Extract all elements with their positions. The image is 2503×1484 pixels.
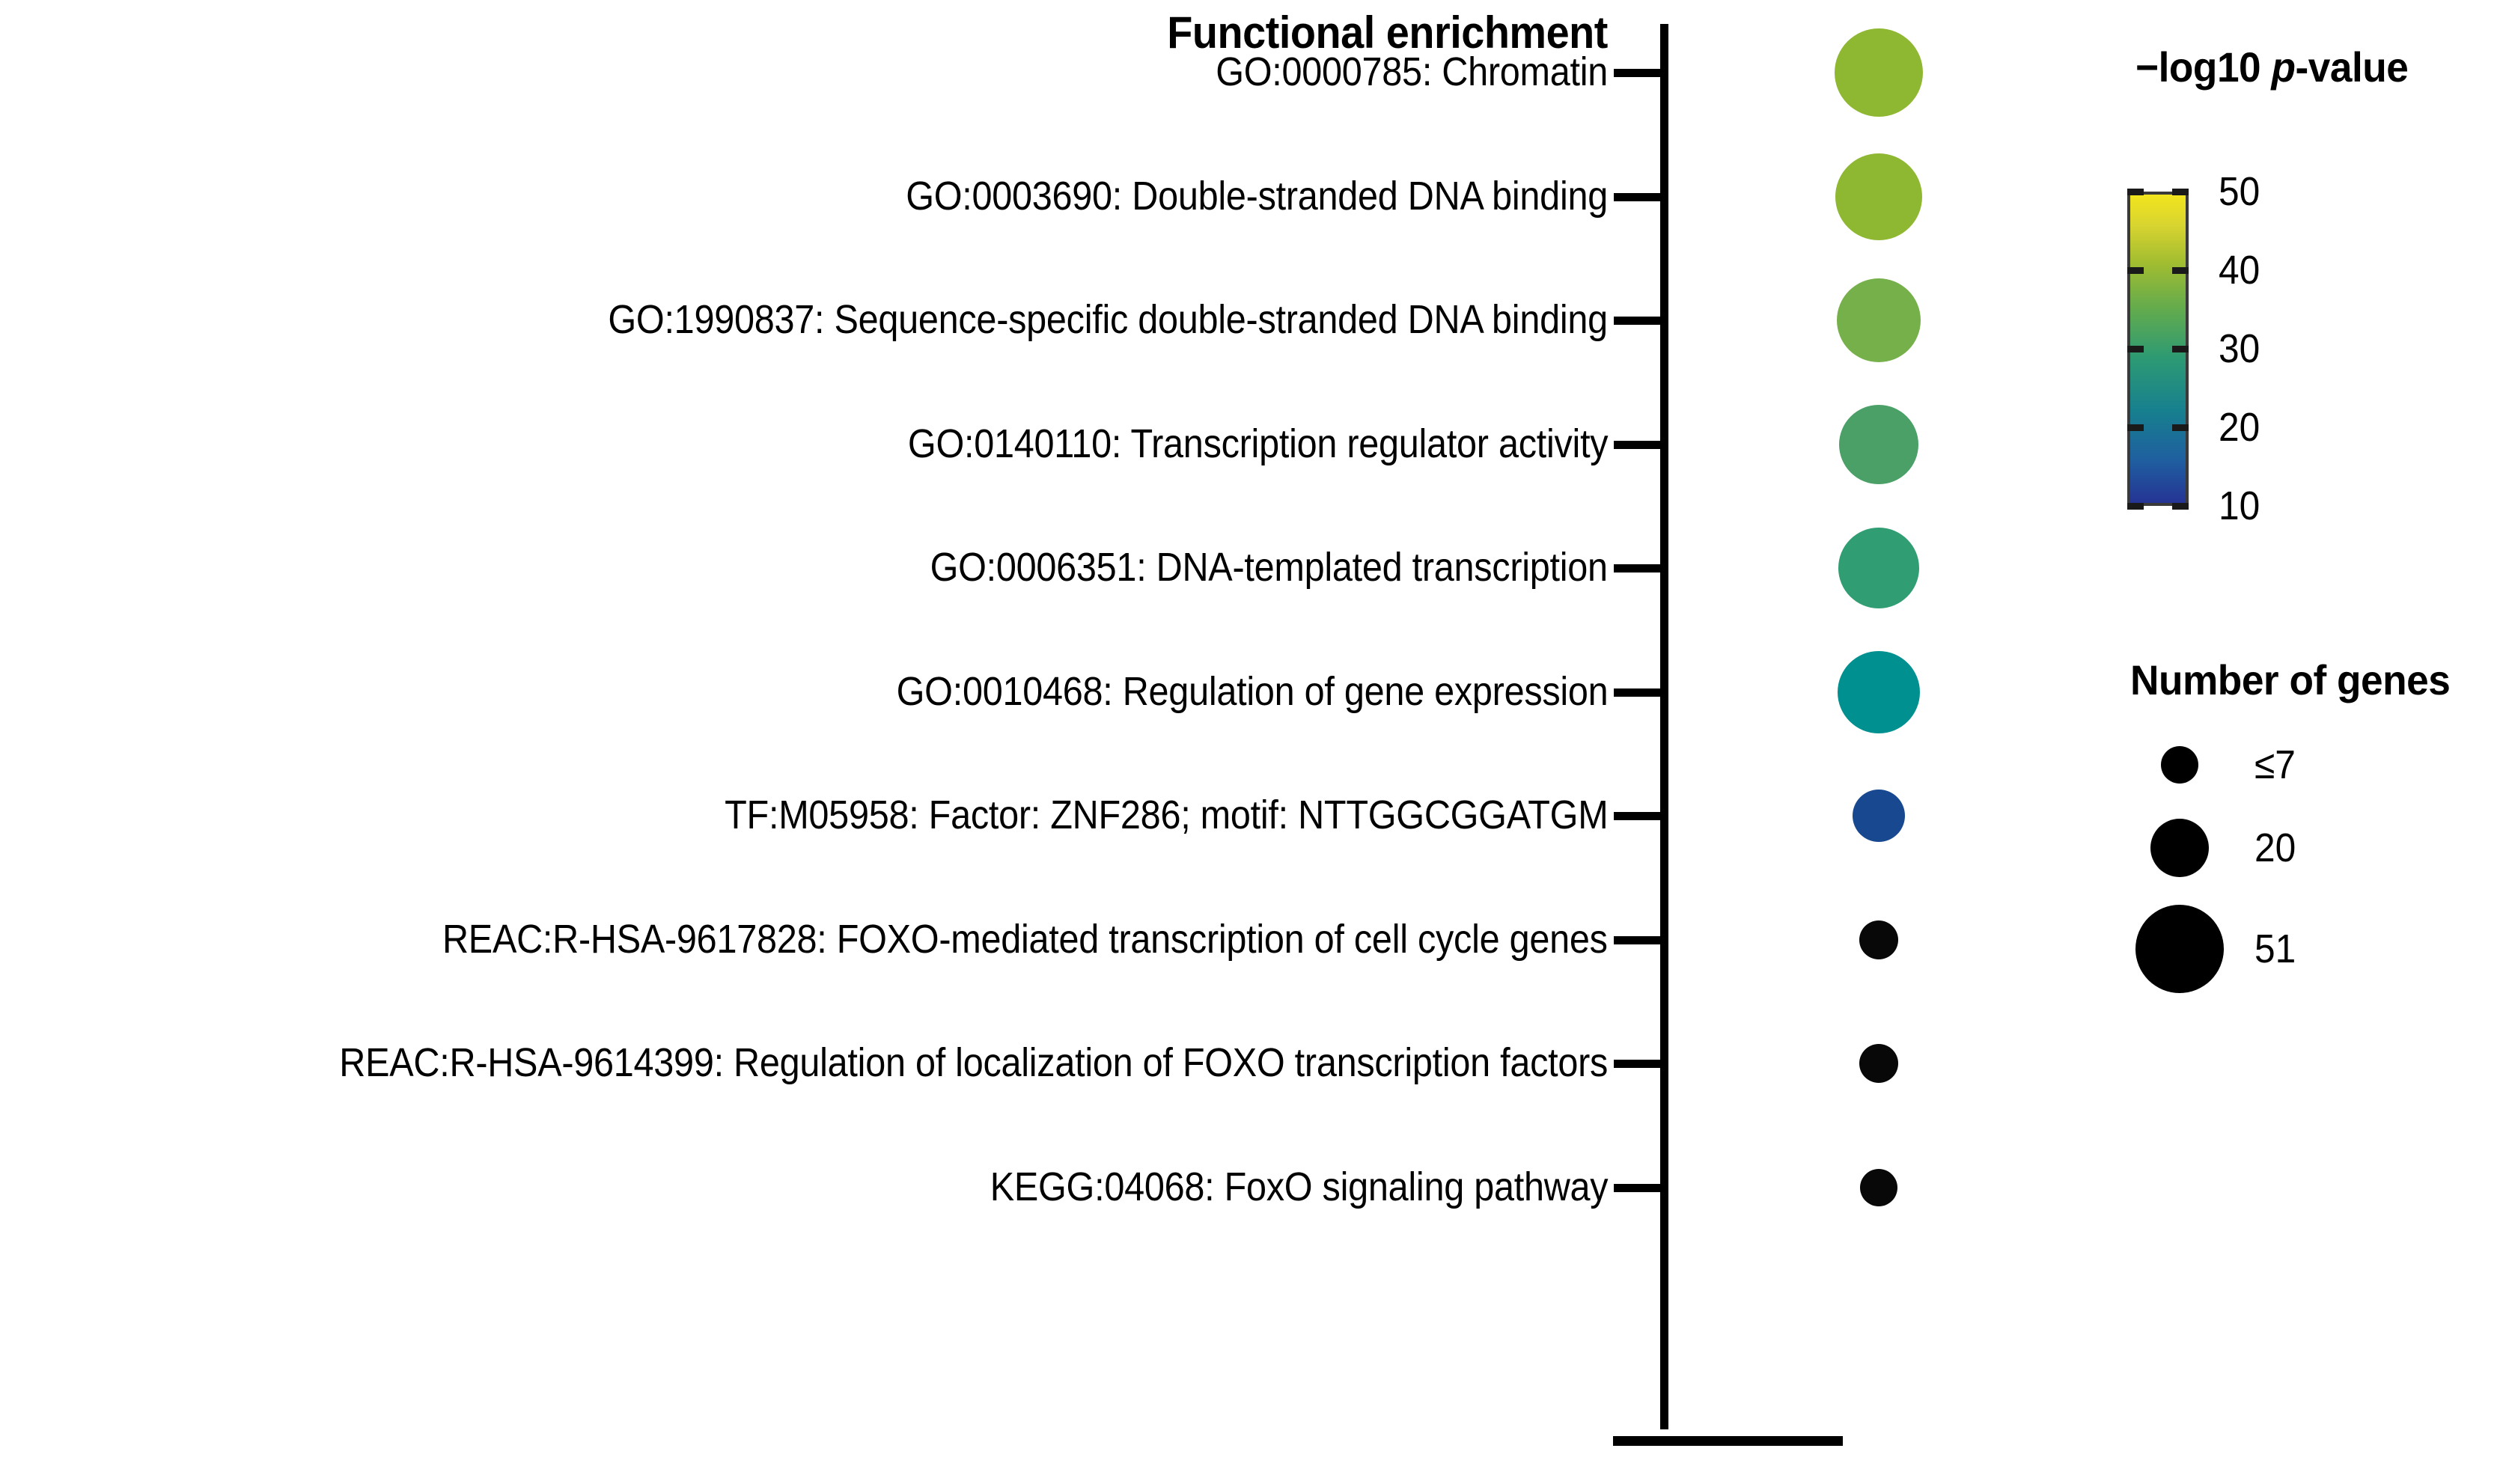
size-legend-dot — [2161, 746, 2198, 784]
data-point-bubble — [1835, 153, 1922, 240]
y-axis-tick — [1614, 812, 1663, 820]
size-legend-label: 51 — [2254, 926, 2296, 971]
size-legend-dot — [2135, 905, 2224, 993]
colorbar-title-prefix: −log10 — [2135, 43, 2272, 91]
colorbar-tick-label: 10 — [2219, 483, 2260, 528]
colorbar-tick-label: 40 — [2219, 248, 2260, 293]
data-point-bubble — [1839, 404, 1918, 484]
x-axis-line — [1613, 1436, 1843, 1446]
y-axis-tick — [1614, 1183, 1663, 1192]
category-label: GO:0140110: Transcription regulator acti… — [907, 421, 1609, 466]
y-axis-tick — [1614, 317, 1663, 325]
colorbar-tick-label: 50 — [2219, 169, 2260, 214]
y-axis-tick — [1614, 440, 1663, 449]
colorbar-tick-mark — [2127, 424, 2144, 431]
data-point-bubble — [1835, 28, 1923, 117]
colorbar-tick-mark — [2127, 503, 2144, 510]
colorbar-tick-mark — [2127, 189, 2144, 195]
category-label: GO:1990837: Sequence-specific double-str… — [608, 297, 1608, 342]
category-label: GO:0003690: Double-stranded DNA binding — [906, 173, 1608, 219]
colorbar-tick-mark — [2172, 424, 2189, 431]
colorbar-title: −log10 p-value — [2135, 43, 2409, 91]
colorbar-title-suffix: -value — [2295, 43, 2409, 91]
y-axis-tick — [1614, 688, 1663, 697]
data-point-bubble — [1853, 790, 1905, 842]
data-point-bubble — [1838, 650, 1920, 733]
category-label: REAC:R-HSA-9614399: Regulation of locali… — [339, 1040, 1608, 1085]
colorbar-tick-mark — [2127, 267, 2144, 274]
y-axis-tick — [1614, 564, 1663, 572]
size-legend-label: ≤7 — [2254, 742, 2296, 787]
category-label: GO:0006351: DNA-templated transcription — [930, 545, 1609, 590]
colorbar-tick-label: 20 — [2219, 405, 2260, 450]
category-label: GO:0000785: Chromatin — [1216, 49, 1608, 94]
category-label: TF:M05958: Factor: ZNF286; motif: NTTGGC… — [724, 793, 1609, 837]
colorbar-tick-mark — [2127, 346, 2144, 352]
y-axis-tick — [1614, 1060, 1663, 1068]
colorbar-tick-mark — [2172, 267, 2189, 274]
colorbar-title-italic-p: p — [2271, 43, 2296, 91]
y-axis-tick — [1614, 192, 1663, 201]
category-label: KEGG:04068: FoxO signaling pathway — [990, 1164, 1608, 1209]
data-point-bubble — [1860, 1168, 1897, 1206]
colorbar-tick-label: 30 — [2219, 326, 2260, 371]
colorbar-tick-mark — [2172, 346, 2189, 352]
data-point-bubble — [1859, 1044, 1898, 1083]
y-axis-tick — [1614, 935, 1663, 944]
category-label: REAC:R-HSA-9617828: FOXO-mediated transc… — [442, 916, 1608, 962]
page-title: Functional enrichment — [1167, 7, 1608, 58]
data-point-bubble — [1837, 278, 1921, 362]
data-point-bubble — [1838, 528, 1919, 608]
y-axis-line — [1660, 24, 1668, 1429]
size-legend-title: Number of genes — [2130, 656, 2451, 703]
size-legend-label: 20 — [2254, 825, 2296, 870]
colorbar-tick-mark — [2172, 189, 2189, 195]
y-axis-tick — [1614, 69, 1663, 77]
data-point-bubble — [1859, 920, 1898, 959]
colorbar-tick-mark — [2172, 503, 2189, 510]
size-legend-dot — [2150, 819, 2209, 877]
category-label: GO:0010468: Regulation of gene expressio… — [896, 668, 1608, 714]
